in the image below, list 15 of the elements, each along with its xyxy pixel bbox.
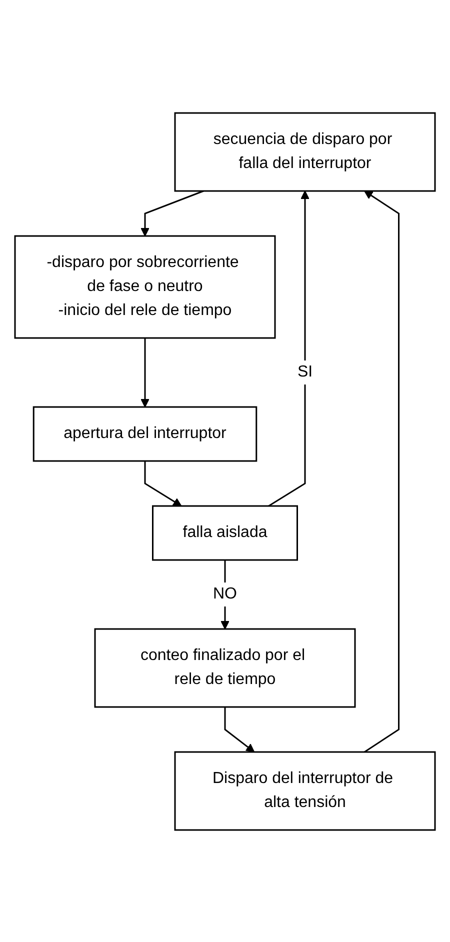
- arrow: [364, 190, 400, 752]
- arrow: [220, 560, 230, 629]
- arrow: [140, 190, 204, 236]
- node-box: conteo finalizado por el rele de tiempo: [94, 628, 356, 708]
- edge-label: NO: [213, 585, 237, 602]
- arrow: [144, 460, 182, 506]
- edge-label: SI: [297, 363, 313, 380]
- arrow: [224, 706, 255, 752]
- node-box: Disparo del interruptor de alta tensión: [174, 750, 436, 830]
- node-box: -disparo por sobrecorriente de fase o neutro -inicio del rele de tiempo: [14, 234, 276, 338]
- node-box: apertura del interruptor: [32, 406, 258, 462]
- node-box: falla aislada: [152, 504, 298, 560]
- node-box: secuencia de disparo por falla del interruptor: [174, 112, 436, 192]
- arrow: [140, 338, 150, 407]
- arrow: [268, 190, 310, 506]
